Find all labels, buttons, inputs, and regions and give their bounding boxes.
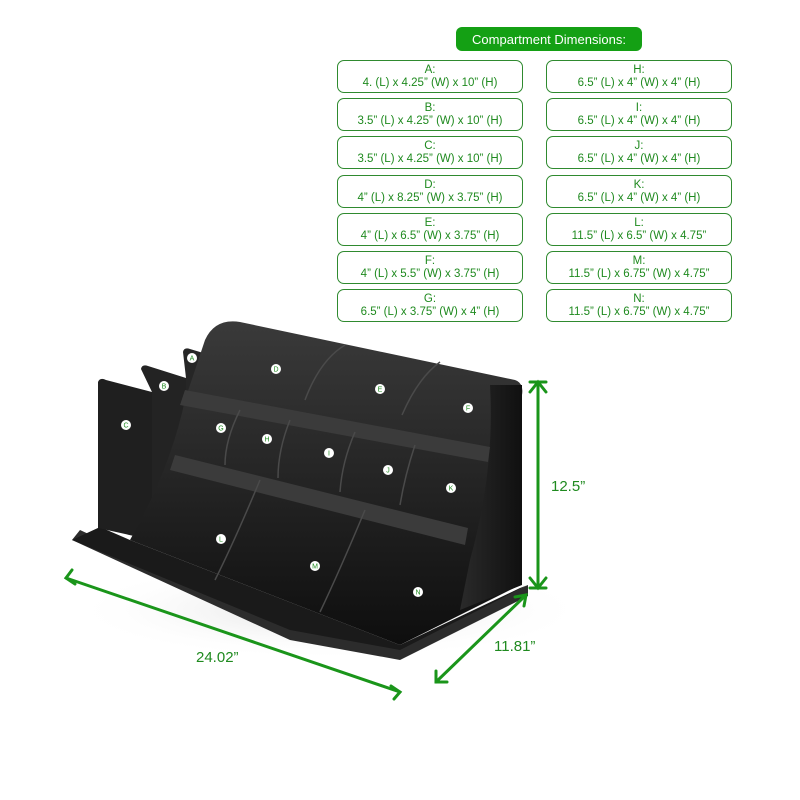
dim-label: D:	[424, 179, 436, 191]
dim-box-m: M: 11.5” (L) x 6.75” (W) x 4.75”	[546, 251, 732, 284]
dim-box-i: I: 6.5” (L) x 4” (W) x 4” (H)	[546, 98, 732, 131]
dim-value: 3.5” (L) x 4.25” (W) x 10” (H)	[357, 153, 503, 165]
dim-box-g: G: 6.5” (L) x 3.75” (W) x 4” (H)	[337, 289, 523, 322]
dim-label: L:	[634, 217, 644, 229]
height-measurement: 12.5”	[551, 478, 586, 495]
dim-label: K:	[633, 179, 645, 191]
dim-value: 6.5” (L) x 3.75” (W) x 4” (H)	[360, 306, 500, 318]
svg-text:E: E	[378, 387, 383, 394]
dim-box-k: K: 6.5” (L) x 4” (W) x 4” (H)	[546, 175, 732, 208]
compartment-markers: A B C D E F G H I J K L M N	[121, 353, 473, 597]
dim-value: 11.5” (L) x 6.75” (W) x 4.75”	[568, 306, 710, 318]
dim-value: 3.5” (L) x 4.25” (W) x 10” (H)	[357, 115, 503, 127]
dim-box-n: N: 11.5” (L) x 6.75” (W) x 4.75”	[546, 289, 732, 322]
svg-text:N: N	[415, 590, 420, 597]
dim-value: 6.5” (L) x 4” (W) x 4” (H)	[577, 115, 701, 127]
dim-label: H:	[633, 64, 645, 76]
dim-box-l: L: 11.5” (L) x 6.5” (W) x 4.75”	[546, 213, 732, 246]
dim-label: F:	[424, 255, 436, 267]
dim-value: 6.5” (L) x 4” (W) x 4” (H)	[577, 192, 701, 204]
depth-measurement: 11.81”	[494, 638, 536, 655]
dim-box-a: A: 4. (L) x 4.25” (W) x 10” (H)	[337, 60, 523, 93]
dim-box-d: D: 4” (L) x 8.25” (W) x 3.75” (H)	[337, 175, 523, 208]
side-wall	[460, 385, 522, 610]
dim-value: 6.5” (L) x 4” (W) x 4” (H)	[577, 77, 701, 89]
dim-label: N:	[633, 293, 645, 305]
height-arrow	[528, 379, 548, 591]
dim-label: M:	[632, 255, 646, 267]
dim-box-h: H: 6.5” (L) x 4” (W) x 4” (H)	[546, 60, 732, 93]
svg-text:A: A	[190, 356, 195, 363]
depth-arrow	[434, 593, 528, 684]
panel-c	[98, 378, 152, 540]
svg-text:L: L	[219, 537, 223, 544]
dim-box-b: B: 3.5” (L) x 4.25” (W) x 10” (H)	[337, 98, 523, 131]
dim-value: 4” (L) x 8.25” (W) x 3.75” (H)	[357, 192, 503, 204]
svg-text:I: I	[328, 451, 330, 458]
compartment-dimensions-header: Compartment Dimensions:	[456, 27, 642, 51]
svg-text:H: H	[264, 437, 269, 444]
length-measurement: 24.02”	[196, 649, 239, 666]
dim-value: 11.5” (L) x 6.5” (W) x 4.75”	[571, 230, 707, 242]
dim-value: 4. (L) x 4.25” (W) x 10” (H)	[362, 77, 498, 89]
dim-box-f: F: 4” (L) x 5.5” (W) x 3.75” (H)	[337, 251, 523, 284]
base-tray-edge	[72, 530, 528, 660]
svg-text:C: C	[123, 423, 128, 430]
svg-text:G: G	[218, 426, 223, 433]
svg-text:D: D	[273, 367, 278, 374]
dim-box-j: J: 6.5” (L) x 4” (W) x 4” (H)	[546, 136, 732, 169]
middle-rail	[170, 455, 468, 545]
svg-text:F: F	[466, 406, 470, 413]
dim-label: G:	[423, 293, 437, 305]
dim-label: J:	[634, 140, 644, 152]
dim-label: C:	[424, 140, 436, 152]
svg-text:K: K	[449, 486, 454, 493]
dim-label: E:	[424, 217, 436, 229]
svg-text:B: B	[162, 384, 167, 391]
dim-label: B:	[424, 102, 436, 114]
dim-label: A:	[424, 64, 436, 76]
length-arrow	[63, 568, 403, 701]
svg-text:J: J	[386, 468, 390, 475]
svg-text:M: M	[312, 564, 318, 571]
dim-label: I:	[635, 102, 643, 114]
dim-box-e: E: 4” (L) x 6.5” (W) x 3.75” (H)	[337, 213, 523, 246]
dim-box-c: C: 3.5” (L) x 4.25” (W) x 10” (H)	[337, 136, 523, 169]
dim-value: 4” (L) x 5.5” (W) x 3.75” (H)	[360, 268, 500, 280]
dim-value: 4” (L) x 6.5” (W) x 3.75” (H)	[360, 230, 500, 242]
dim-value: 11.5” (L) x 6.75” (W) x 4.75”	[568, 268, 710, 280]
top-rail	[180, 390, 490, 462]
dim-value: 6.5” (L) x 4” (W) x 4” (H)	[577, 153, 701, 165]
